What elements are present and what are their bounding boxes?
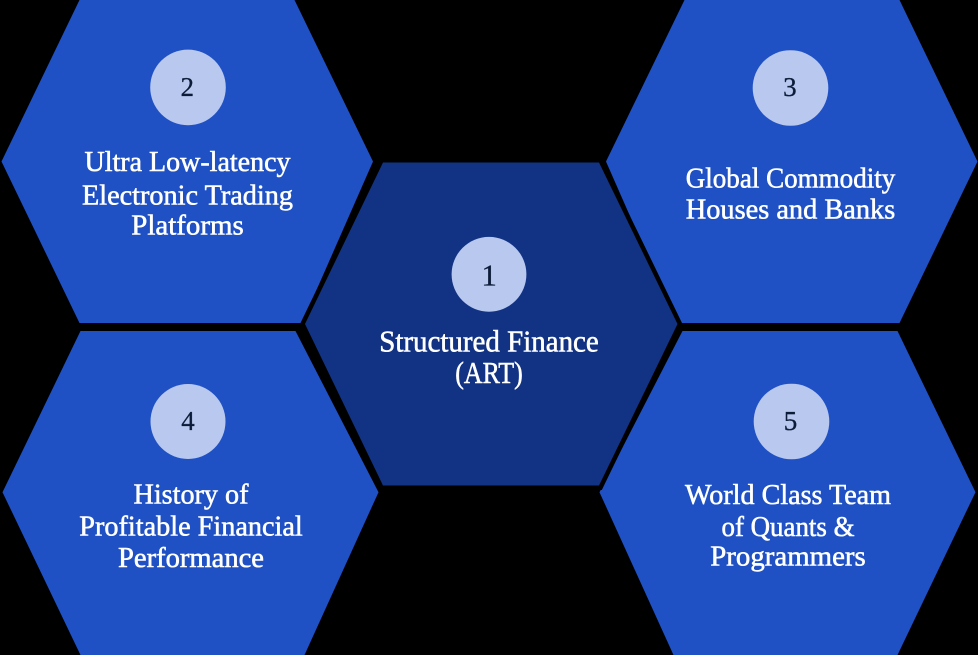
svg-text:Platforms: Platforms — [131, 210, 244, 242]
svg-text:5: 5 — [784, 406, 798, 436]
svg-text:4: 4 — [181, 406, 195, 436]
svg-text:(ART): (ART) — [455, 355, 523, 390]
svg-text:World Class Team: World Class Team — [685, 479, 891, 511]
svg-text:3: 3 — [783, 72, 797, 102]
svg-text:2: 2 — [181, 72, 195, 102]
svg-text:Programmers: Programmers — [710, 541, 866, 573]
svg-text:Houses and Banks: Houses and Banks — [686, 194, 896, 226]
svg-text:Structured Finance: Structured Finance — [379, 323, 599, 358]
svg-text:Ultra Low-latency: Ultra Low-latency — [85, 146, 291, 178]
svg-text:Global Commodity: Global Commodity — [686, 162, 896, 194]
svg-text:History of: History of — [134, 479, 249, 511]
svg-text:of Quants &: of Quants & — [722, 511, 855, 543]
svg-text:Electronic Trading: Electronic Trading — [82, 179, 293, 211]
svg-text:Profitable Financial: Profitable Financial — [79, 511, 303, 543]
svg-text:Performance: Performance — [118, 542, 264, 574]
svg-text:1: 1 — [481, 258, 497, 293]
